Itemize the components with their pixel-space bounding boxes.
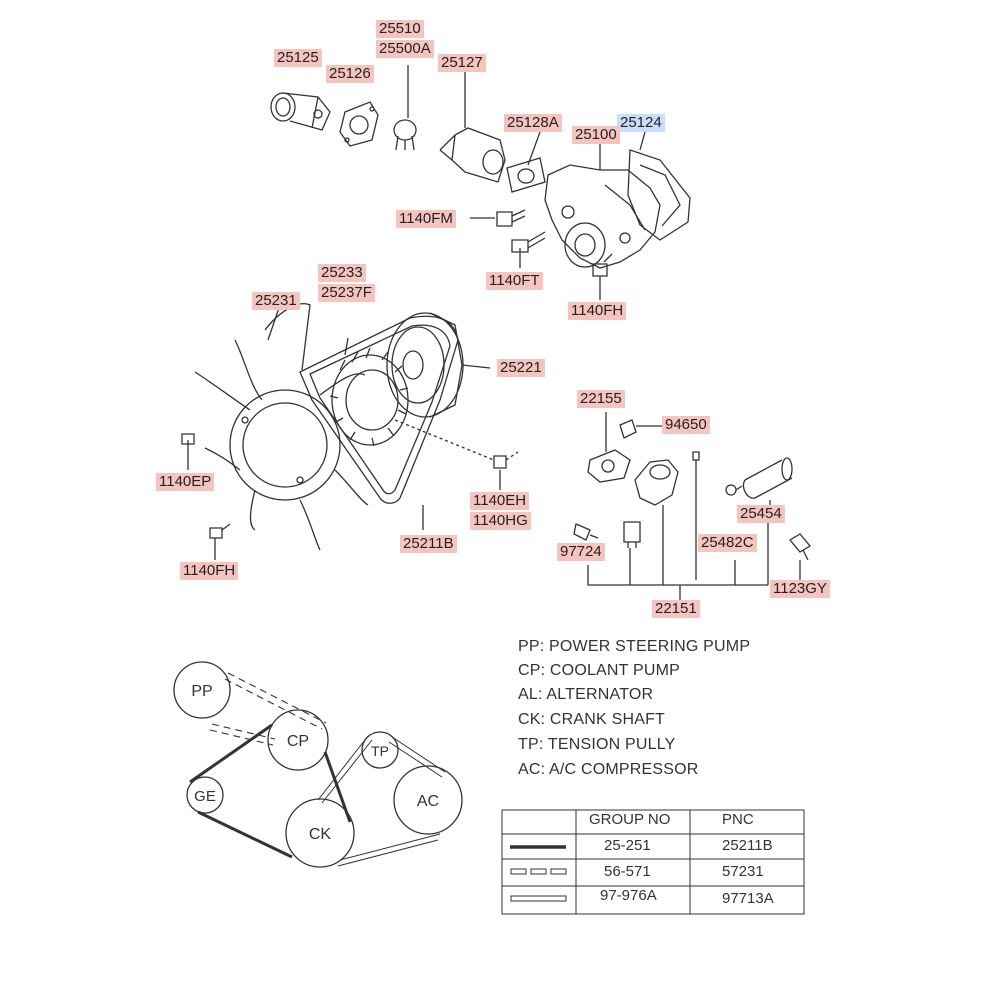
inlet-gasket-part xyxy=(506,131,546,193)
part-label-25454[interactable]: 25454 xyxy=(737,505,785,523)
clamp-25482c-part xyxy=(725,484,743,496)
part-label-25500a[interactable]: 25500A xyxy=(376,40,434,58)
part-label-1140fh-pump[interactable]: 1140FH xyxy=(568,302,627,320)
part-label-1140fh-fan[interactable]: 1140FH xyxy=(180,562,239,580)
table-header-pnc: PNC xyxy=(722,811,754,828)
part-label-1140ft[interactable]: 1140FT xyxy=(486,272,543,290)
part-label-94650[interactable]: 94650 xyxy=(662,416,710,434)
line-sample-dashed-double xyxy=(510,868,567,875)
legend-al: AL: ALTERNATOR xyxy=(518,686,654,703)
part-label-25510[interactable]: 25510 xyxy=(376,20,424,38)
table-cell-group-no: 25-251 xyxy=(604,837,651,854)
bolt-1140fh-fan xyxy=(209,523,231,560)
part-label-25100[interactable]: 25100 xyxy=(572,126,620,144)
cooling-fan-part xyxy=(194,303,369,551)
belt-spec-table-grid xyxy=(501,809,805,915)
bolt-1140ft xyxy=(511,231,546,268)
pulley-ck-circle xyxy=(285,798,355,868)
legend-ck: CK: CRANK SHAFT xyxy=(518,711,666,728)
bolt-1140fm xyxy=(470,209,526,227)
table-cell-pnc: 57231 xyxy=(722,863,764,880)
v-belt-part xyxy=(299,315,459,530)
sender-94650-part xyxy=(619,419,662,439)
part-label-1140eh[interactable]: 1140EH xyxy=(470,492,530,510)
thermostat-part xyxy=(393,65,417,151)
part-label-25237f[interactable]: 25237F xyxy=(318,284,375,302)
part-label-25221[interactable]: 25221 xyxy=(497,359,545,377)
part-label-1140hg[interactable]: 1140HG xyxy=(470,512,531,530)
pulley-pp-label: PP xyxy=(191,683,212,700)
plug-1123gy-part xyxy=(789,533,811,561)
sensor-plug-part xyxy=(623,521,641,548)
gasket-part xyxy=(339,101,379,147)
bolt-1140ep xyxy=(181,433,195,470)
hose-25454-part xyxy=(742,457,793,505)
part-label-25124[interactable]: 25124 xyxy=(617,114,665,132)
pulley-ac-label: AC xyxy=(417,793,439,810)
table-cell-pnc: 25211B xyxy=(722,837,773,854)
part-label-25128a[interactable]: 25128A xyxy=(504,114,562,132)
part-label-22155[interactable]: 22155 xyxy=(577,390,625,408)
coolant-outlet-part xyxy=(634,459,679,506)
bolt-1140eh xyxy=(394,419,519,490)
pulley-ac-circle xyxy=(393,765,463,835)
fan-clutch-part xyxy=(329,337,409,447)
part-label-97724[interactable]: 97724 xyxy=(557,543,605,561)
pulley-ck-label: CK xyxy=(309,826,332,843)
table-cell-group-no: 97-976A xyxy=(600,887,657,904)
bolt-22151-top xyxy=(692,451,700,580)
table-cell-group-no: 56-571 xyxy=(604,863,651,880)
part-label-25233[interactable]: 25233 xyxy=(318,264,366,282)
legend-ac: AC: A/C COMPRESSOR xyxy=(518,761,699,778)
line-sample-double xyxy=(510,895,567,902)
pulley-pp-circle xyxy=(173,661,231,719)
part-label-25127[interactable]: 25127 xyxy=(438,54,486,72)
pump-gasket-part xyxy=(627,131,691,241)
thermostat-housing-part xyxy=(270,92,331,131)
part-label-1123gy[interactable]: 1123GY xyxy=(770,580,830,598)
table-cell-pnc: 97713A xyxy=(722,890,774,907)
water-inlet-fitting-part xyxy=(439,72,506,183)
pulley-cp-circle xyxy=(267,709,329,771)
part-label-25482c[interactable]: 25482C xyxy=(698,534,757,552)
part-label-1140ep[interactable]: 1140EP xyxy=(156,473,215,491)
pulley-tp-label: TP xyxy=(371,743,389,759)
part-label-22151[interactable]: 22151 xyxy=(652,600,700,618)
legend-tp: TP: TENSION PULLY xyxy=(518,736,676,753)
part-label-25126[interactable]: 25126 xyxy=(326,65,374,83)
table-header-group-no: GROUP NO xyxy=(589,811,671,828)
part-label-1140fm[interactable]: 1140FM xyxy=(396,210,456,228)
part-label-25211b[interactable]: 25211B xyxy=(400,535,457,553)
pulley-cp-label: CP xyxy=(287,733,309,750)
gasket-22155-part xyxy=(587,412,631,483)
part-label-25231[interactable]: 25231 xyxy=(252,292,300,310)
legend-cp: CP: COOLANT PUMP xyxy=(518,662,681,679)
pulley-tp-circle xyxy=(361,731,399,769)
legend-pp: PP: POWER STEERING PUMP xyxy=(518,638,751,655)
belt-routing-diagram xyxy=(173,661,463,868)
part-label-25125[interactable]: 25125 xyxy=(274,49,322,67)
bolt-1140fh-pump xyxy=(592,253,613,300)
sensor-97724-part xyxy=(573,523,599,541)
water-pump-body-part xyxy=(544,140,661,269)
pulley-ge-label: GE xyxy=(194,788,216,805)
pulley-ge-circle xyxy=(186,776,224,814)
